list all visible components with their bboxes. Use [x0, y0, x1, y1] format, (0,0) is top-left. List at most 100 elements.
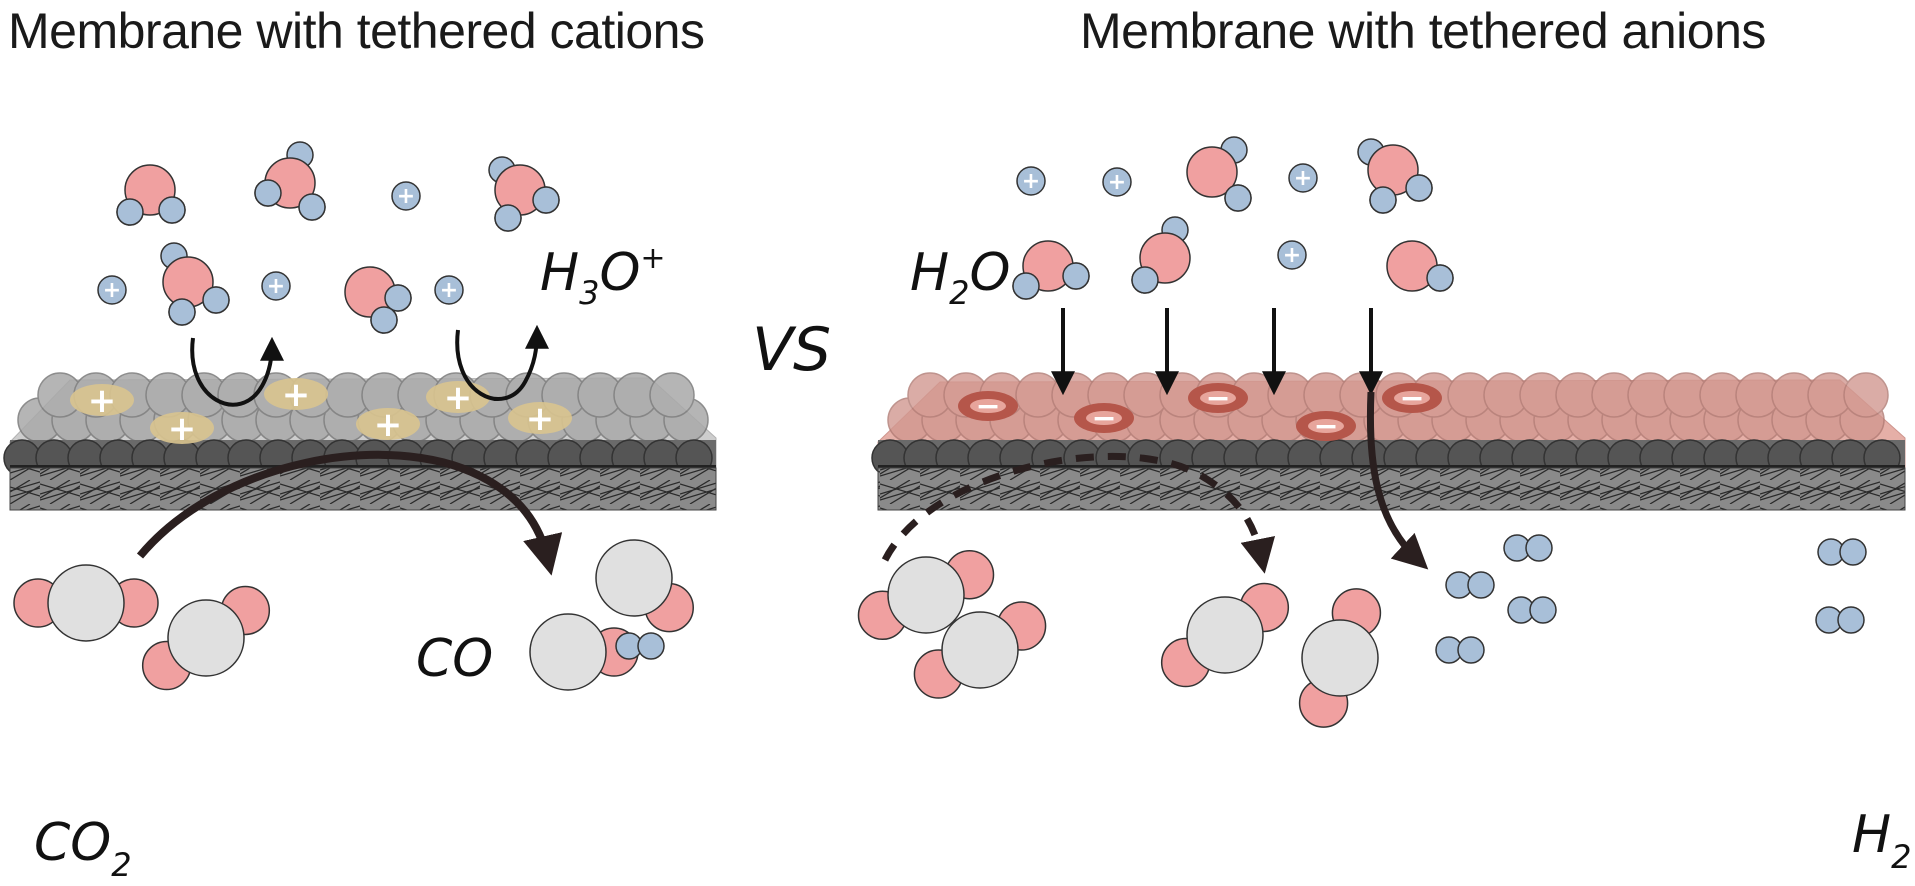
anion-membrane [871, 372, 1906, 511]
hydrogen-atom [158, 196, 186, 224]
svg-text:−: − [1399, 381, 1424, 416]
water-group: + + + + [1012, 136, 1454, 300]
vs-label: VS [752, 315, 831, 385]
carbon-atom [529, 613, 607, 691]
cation-site: + [264, 375, 328, 415]
carbon-atom [595, 539, 673, 617]
hydrogen-atom [168, 298, 196, 326]
svg-text:+: + [88, 381, 117, 421]
co2-co-molecules [13, 539, 694, 691]
water-molecule [1357, 138, 1433, 214]
proton: + [391, 181, 421, 211]
h2-molecule [1503, 534, 1553, 562]
proton: + [434, 275, 464, 305]
suppressed-co2-arrow [881, 453, 1276, 574]
svg-text:−: − [1205, 381, 1230, 416]
svg-text:−: − [1313, 409, 1338, 444]
hydrogen-atom [1062, 262, 1090, 290]
membrane-bead [649, 372, 695, 418]
h2-molecule [1445, 571, 1495, 599]
hydrogen-atom [1457, 636, 1485, 664]
proton: + [1102, 167, 1132, 197]
hydrogen-atom [1525, 534, 1553, 562]
carbon-atom [167, 599, 245, 677]
title-left: Membrane with tethered cations [8, 3, 705, 59]
proton: + [1277, 240, 1307, 270]
hydrogen-atom [1839, 538, 1867, 566]
proton: + [97, 275, 127, 305]
hydrogen-atom [1529, 596, 1557, 624]
co2-molecule [1298, 588, 1382, 728]
proton-sign: + [440, 278, 458, 303]
reflection-arrows [190, 324, 549, 407]
hydronium-group: + + + + [97, 141, 560, 334]
h2-molecule [615, 632, 665, 660]
svg-text:+: + [374, 405, 403, 445]
hydronium-molecule [254, 141, 326, 221]
carbon-atom [887, 556, 965, 634]
cation-site: + [70, 381, 134, 421]
proton-circle [391, 181, 421, 211]
carbon-atom [941, 611, 1019, 689]
hydrogen-atom [637, 632, 665, 660]
co2-label: CO2 [34, 813, 132, 884]
carbon-atom [1301, 619, 1379, 697]
title-right: Membrane with tethered anions [1080, 3, 1766, 59]
proton-sign: + [267, 274, 285, 299]
carbon-atom [1186, 596, 1264, 674]
anion-site: − [1188, 381, 1248, 416]
co2-molecule [141, 585, 271, 691]
hydrogen-atom [1405, 174, 1433, 202]
hydronium-molecule [160, 242, 230, 326]
h2o-label: H2O [910, 243, 1010, 312]
cation-site: + [150, 409, 214, 449]
hydrogen-atom [1426, 264, 1454, 292]
anion-site: − [958, 389, 1018, 424]
water-molecule [1386, 240, 1454, 292]
svg-text:+: + [282, 375, 311, 415]
svg-text:+: + [526, 399, 555, 439]
svg-text:−: − [1091, 401, 1116, 436]
proton-sign: + [1108, 170, 1126, 195]
cation-sites: + + + + + + [70, 375, 572, 449]
hydronium-molecule [116, 164, 186, 226]
hydrogen-atom [116, 198, 144, 226]
proton: + [1016, 166, 1046, 196]
co2-reduction-arrow [136, 450, 563, 576]
anion-site: − [1074, 401, 1134, 436]
co2-h2-molecules [857, 534, 1867, 728]
co2-molecule [13, 564, 159, 642]
proton-sign: + [1022, 169, 1040, 194]
anion-site: − [1382, 381, 1442, 416]
h3o-label: H3O+ [540, 241, 666, 312]
hydrogen-atom [370, 306, 398, 334]
hydronium-molecule [344, 266, 412, 334]
anion-sites: − − − − − [958, 381, 1442, 444]
hydrogen-atom [1012, 272, 1040, 300]
proton-sign: + [1294, 166, 1312, 191]
anion-site: − [1296, 409, 1356, 444]
co2-molecule [857, 549, 995, 641]
co2-molecule [913, 601, 1047, 699]
hydrogen-atom [1837, 606, 1865, 634]
water-molecule [1012, 240, 1090, 300]
oxygen-atom [1186, 146, 1238, 198]
proton-sign: + [397, 184, 415, 209]
water-molecule [1186, 136, 1252, 212]
cation-site: + [508, 399, 572, 439]
cation-site: + [356, 405, 420, 445]
membrane-bead [1843, 372, 1889, 418]
hydrogen-atom [532, 186, 560, 214]
hydrogen-atom [384, 284, 412, 312]
svg-text:−: − [975, 389, 1000, 424]
proton-circle [1277, 240, 1307, 270]
water-permeation-arrows [1051, 308, 1383, 396]
proton-circle [1288, 163, 1318, 193]
svg-text:+: + [444, 378, 473, 418]
h2-molecule [1507, 596, 1557, 624]
svg-text:+: + [168, 409, 197, 449]
carbon-atom [47, 564, 125, 642]
co2-molecule [1160, 582, 1290, 688]
hydrogen-atom [1224, 184, 1252, 212]
